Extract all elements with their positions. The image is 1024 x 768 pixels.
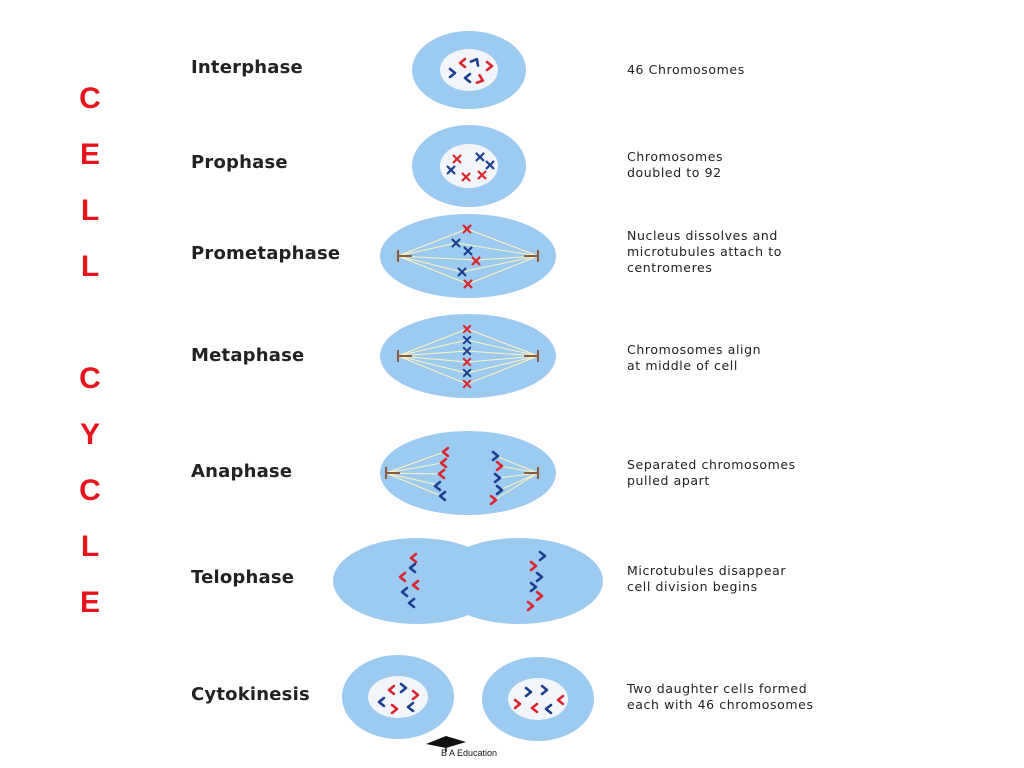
- phase-desc-prophase: Chromosomes doubled to 92: [627, 149, 724, 180]
- phase-desc-interphase: 46 Chromosomes: [627, 62, 745, 77]
- title-letter-y: Y: [79, 418, 100, 451]
- phase-desc-metaphase: Chromosomes align at middle of cell: [627, 342, 762, 373]
- phase-desc-cytokinesis: Two daughter cells formed each with 46 c…: [627, 681, 814, 712]
- title-letter-l1: L: [80, 194, 100, 227]
- title-letter-c1: C: [79, 82, 101, 115]
- phase-label-cytokinesis: Cytokinesis: [191, 684, 310, 705]
- title-letter-l3: L: [80, 530, 100, 563]
- graduation-cap-icon: [426, 736, 466, 752]
- phase-label-anaphase: Anaphase: [191, 461, 293, 482]
- cell-anaphase: [380, 431, 556, 515]
- title-letter-l2: L: [80, 250, 100, 283]
- phase-label-metaphase: Metaphase: [191, 345, 305, 366]
- phase-label-interphase: Interphase: [191, 57, 303, 78]
- phase-label-prophase: Prophase: [191, 152, 288, 173]
- credit-text: B A Education: [441, 748, 498, 758]
- phase-desc-anaphase: Separated chromosomes pulled apart: [627, 457, 796, 488]
- title-letter-e2: E: [79, 586, 100, 619]
- title-letter-c2: C: [79, 362, 101, 395]
- phase-label-prometaphase: Prometaphase: [191, 243, 341, 264]
- phase-desc-prometaphase: Nucleus dissolves and microtubules attac…: [627, 228, 783, 275]
- title-letter-c3: C: [79, 474, 101, 507]
- cell-telophase: [333, 538, 603, 624]
- cell-interphase: [412, 31, 526, 109]
- cell-prometaphase: [380, 214, 556, 298]
- cell-prophase: [412, 125, 526, 207]
- phase-desc-telophase: Microtubules disappear cell division beg…: [627, 563, 787, 594]
- cell-cytokinesis: [342, 655, 594, 741]
- cell-metaphase: [380, 314, 556, 398]
- title-letter-e1: E: [79, 138, 100, 171]
- phase-label-telophase: Telophase: [191, 567, 295, 588]
